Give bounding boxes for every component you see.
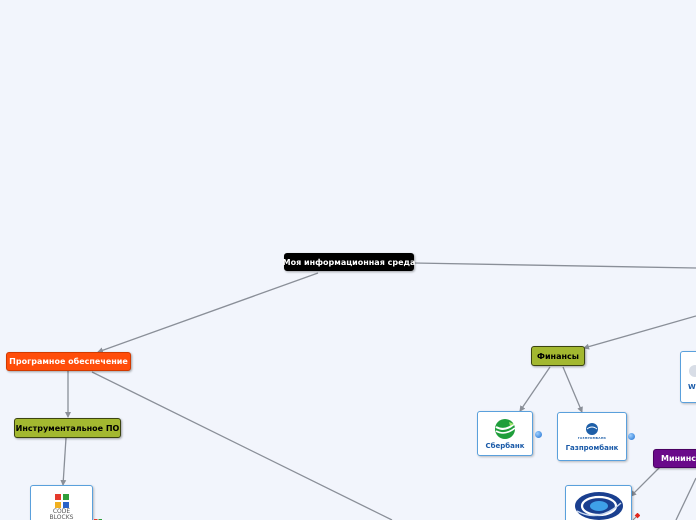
right-card-label: W <box>688 383 696 391</box>
finance-node[interactable]: Финансы <box>531 346 585 366</box>
edge-mininsk-down <box>675 477 696 520</box>
edge-right-to-finance <box>583 315 696 350</box>
mininsk-node-label: Мининск <box>661 454 696 463</box>
mininsk-logo-icon <box>574 492 623 520</box>
instrumental-node-label: Инструментальное ПО <box>15 423 120 433</box>
central-node-label: Моя информационная среда <box>282 257 416 267</box>
edge-central-to-software <box>97 272 319 354</box>
edge-software-to-bottom <box>91 371 393 520</box>
sberbank-link-icon[interactable] <box>535 431 542 438</box>
codeblocks-logo-icon <box>54 494 69 508</box>
gazprombank-link-icon[interactable] <box>628 433 635 440</box>
gazprombank-label: Газпромбанк <box>565 443 619 452</box>
finance-node-label: Финансы <box>537 351 579 361</box>
edge-instrumental-to-codeblocks <box>60 437 67 486</box>
mininsk-logo-card[interactable] <box>565 485 632 520</box>
mininsk-node[interactable]: Мининск <box>653 449 696 468</box>
sberbank-card[interactable]: Сбербанк <box>477 411 533 456</box>
gazprombank-card[interactable]: ГАЗПРОМБАНК Газпромбанк <box>557 412 627 461</box>
central-node[interactable]: Моя информационная среда <box>282 253 416 271</box>
gazprombank-logo-text: ГАЗПРОМБАНК <box>577 435 607 440</box>
edge-finance-to-sberbank <box>519 366 551 412</box>
instrumental-node[interactable]: Инструментальное ПО <box>14 418 121 438</box>
edge-finance-to-gazprombank <box>562 366 583 413</box>
codeblocks-link-icon[interactable] <box>94 512 102 520</box>
edge-central-to-right <box>413 262 696 269</box>
codeblocks-logo-text: CODE BLOCKS <box>49 508 74 520</box>
software-node-label: Програмное обеспечение <box>9 357 128 366</box>
right-partial-card[interactable]: W <box>680 351 696 403</box>
pin-icon[interactable] <box>632 506 641 520</box>
right-card-logo-icon <box>689 365 696 377</box>
edge-mininsk-to-logo <box>630 466 661 497</box>
codeblocks-card[interactable]: CODE BLOCKS <box>30 485 93 520</box>
sberbank-logo-icon <box>495 418 516 439</box>
gazprombank-logo-icon <box>586 422 598 435</box>
sberbank-label: Сбербанк <box>485 441 525 450</box>
software-node[interactable]: Програмное обеспечение <box>6 352 131 371</box>
